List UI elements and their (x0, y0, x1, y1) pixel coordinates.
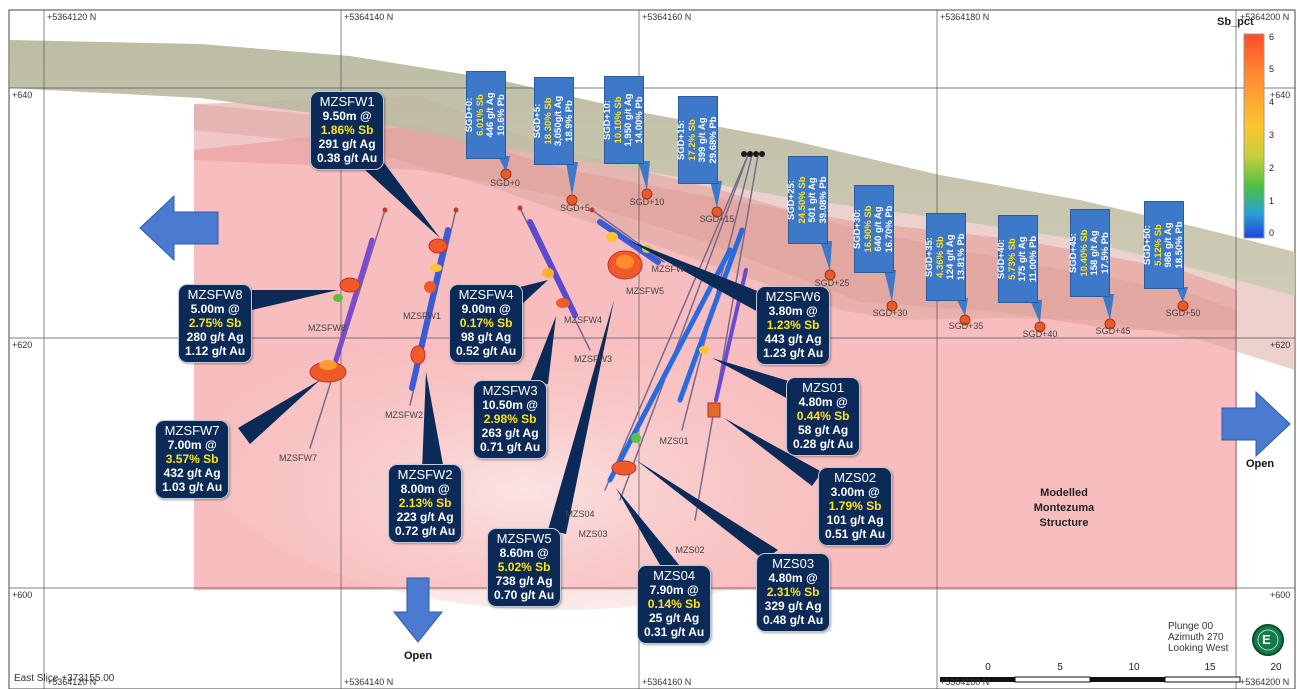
elevation-label: +640 (1270, 90, 1291, 100)
open-arrows (139, 194, 1291, 643)
scale-tick: 0 (985, 662, 991, 673)
open-arrow-left (139, 194, 219, 262)
drill-holes (309, 154, 759, 521)
open-label-east: Open (1246, 458, 1275, 470)
northing-label: +5364200 N (1240, 12, 1290, 22)
northing-label: +5364160 N (642, 12, 692, 22)
northing-label: +5364120 N (47, 677, 97, 687)
legend-tick: 5 (1269, 64, 1275, 74)
hole-label: MZS03 (578, 529, 608, 539)
legend-tick: 4 (1269, 97, 1275, 107)
northing-label: +5364160 N (642, 677, 692, 687)
sample-label: SGD+30 (872, 308, 908, 318)
hole-label: MZSFW7 (279, 453, 317, 463)
sample-label: SGD+0 (490, 178, 520, 188)
legend-tick: 6 (1269, 32, 1275, 42)
hole-label: MZSFW3 (574, 354, 612, 364)
elevation-label: +640 (12, 90, 33, 100)
section-label: East Slice +373155.00 (14, 673, 115, 684)
elevation-label: +600 (12, 590, 33, 600)
sample-label: SGD+35 (948, 321, 984, 331)
northing-label: +5364180 N (940, 12, 990, 22)
hole-label: MZSFW5 (626, 286, 664, 296)
scale-bar (940, 676, 1241, 683)
sample-label: SGD+5 (560, 203, 590, 213)
scale-tick: 10 (1128, 662, 1140, 673)
hole-label: MZSFW4 (564, 315, 602, 325)
elevation-label: +620 (12, 340, 33, 350)
compass-icon (1252, 624, 1284, 656)
sample-label: SGD+10 (629, 197, 665, 207)
hole-label: MZSFW1 (403, 311, 441, 321)
legend-bar (1243, 33, 1265, 239)
northing-label: +5364120 N (47, 12, 97, 22)
hole-label: MZSFW8 (308, 323, 346, 333)
legend-tick: 2 (1269, 163, 1275, 173)
scale-tick: 5 (1057, 662, 1063, 673)
legend-tick: 0 (1269, 228, 1275, 238)
hole-label: MZS01 (659, 436, 689, 446)
northing-label: +5364140 N (344, 12, 394, 22)
sample-label: SGD+45 (1095, 326, 1131, 336)
hole-label: MZSFW (651, 264, 685, 274)
scale-tick: 15 (1204, 662, 1216, 673)
elevation-label: +600 (1270, 590, 1291, 600)
sample-label: SGD+40 (1022, 329, 1058, 339)
hole-label: MZS02 (675, 545, 705, 555)
northing-label: +5364200 N (1240, 677, 1290, 687)
legend-tick: 3 (1269, 130, 1275, 140)
callout-leaders (238, 152, 822, 572)
sample-label: SGD+50 (1165, 308, 1201, 318)
compass-letter: E (1262, 632, 1271, 647)
northing-label: +5364140 N (344, 677, 394, 687)
sample-label: SGD+25 (814, 278, 850, 288)
legend-title: Sb_pct (1217, 16, 1254, 28)
elevation-label: +620 (1270, 340, 1291, 350)
open-arrow-right (1221, 390, 1291, 458)
sample-label: SGD+15 (699, 214, 735, 224)
scale-tick: 20 (1270, 662, 1282, 673)
legend-tick: 1 (1269, 196, 1275, 206)
hole-label: MZSFW2 (385, 410, 423, 420)
hole-label: MZS04 (565, 509, 595, 519)
northing-label: +5364180 N (940, 677, 990, 687)
sample-pointers (498, 156, 1188, 323)
open-label-down: Open (404, 650, 433, 662)
drill-collars (382, 151, 765, 213)
structure-highlight (200, 270, 920, 610)
intercept-markers (309, 232, 721, 476)
open-arrow-down (392, 577, 444, 643)
